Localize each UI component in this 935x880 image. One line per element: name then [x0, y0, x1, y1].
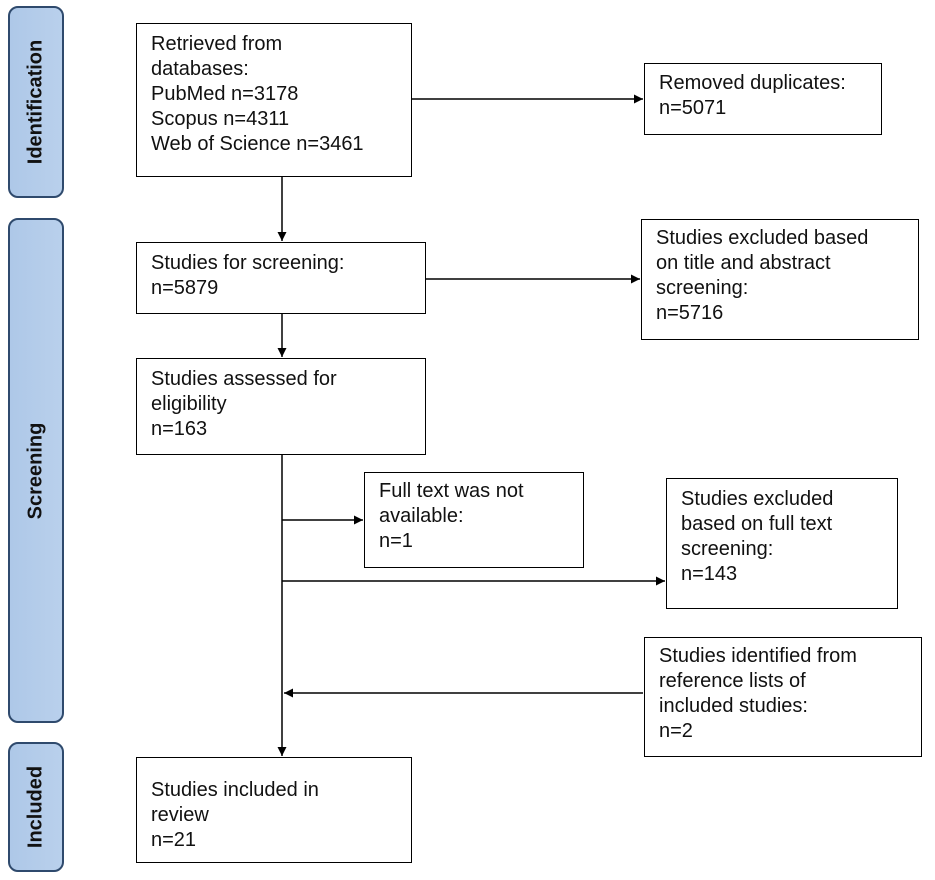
box-line: Removed duplicates:	[659, 72, 846, 94]
phase-included: Included	[8, 742, 64, 872]
box-line: Studies excluded	[681, 488, 834, 510]
box-line: databases:	[151, 58, 249, 80]
box-line: n=163	[151, 418, 208, 440]
box-line: Studies for screening:	[151, 252, 345, 274]
box-removed-duplicates: Removed duplicates: n=5071	[644, 63, 882, 135]
box-line: Studies identified from	[659, 645, 857, 667]
box-line: Scopus n=4311	[151, 108, 290, 130]
box-line: n=2	[659, 720, 693, 742]
box-line: reference lists of	[659, 670, 806, 692]
phase-screening-label: Screening	[24, 422, 47, 519]
box-line: n=5879	[151, 277, 219, 299]
box-studies-for-screening: Studies for screening: n=5879	[136, 242, 426, 314]
box-line: n=21	[151, 829, 197, 851]
box-included-in-review: Studies included in review n=21	[136, 757, 412, 863]
box-assessed-for-eligibility: Studies assessed for eligibility n=163	[136, 358, 426, 455]
box-line: PubMed n=3178	[151, 83, 299, 105]
phase-identification: Identification	[8, 6, 64, 198]
box-line: included studies:	[659, 695, 808, 717]
box-full-text-not-available: Full text was not available: n=1	[364, 472, 584, 568]
phase-screening: Screening	[8, 218, 64, 723]
box-line: screening:	[656, 277, 749, 299]
box-line: Full text was not	[379, 480, 524, 502]
box-line: available:	[379, 505, 464, 527]
box-line: n=143	[681, 563, 738, 585]
box-line: Retrieved from	[151, 33, 283, 55]
box-excluded-title-abstract: Studies excluded based on title and abst…	[641, 219, 919, 340]
box-line: n=5716	[656, 302, 724, 324]
box-line: screening:	[681, 538, 774, 560]
box-line: eligibility	[151, 393, 227, 415]
box-retrieved-from-databases: Retrieved from databases: PubMed n=3178 …	[136, 23, 412, 177]
box-line: based on full text	[681, 513, 833, 535]
box-line: review	[151, 804, 209, 826]
box-line: Studies excluded based	[656, 227, 869, 249]
box-line: n=1	[379, 530, 413, 552]
phase-identification-label: Identification	[24, 39, 47, 165]
box-line: on title and abstract	[656, 252, 831, 274]
box-line: n=5071	[659, 97, 727, 119]
box-excluded-full-text: Studies excluded based on full text scre…	[666, 478, 898, 609]
phase-included-label: Included	[24, 765, 47, 849]
box-reference-lists: Studies identified from reference lists …	[644, 637, 922, 757]
box-line: Studies included in	[151, 779, 319, 801]
box-line: Studies assessed for	[151, 368, 337, 390]
box-line: Web of Science n=3461	[151, 133, 364, 155]
